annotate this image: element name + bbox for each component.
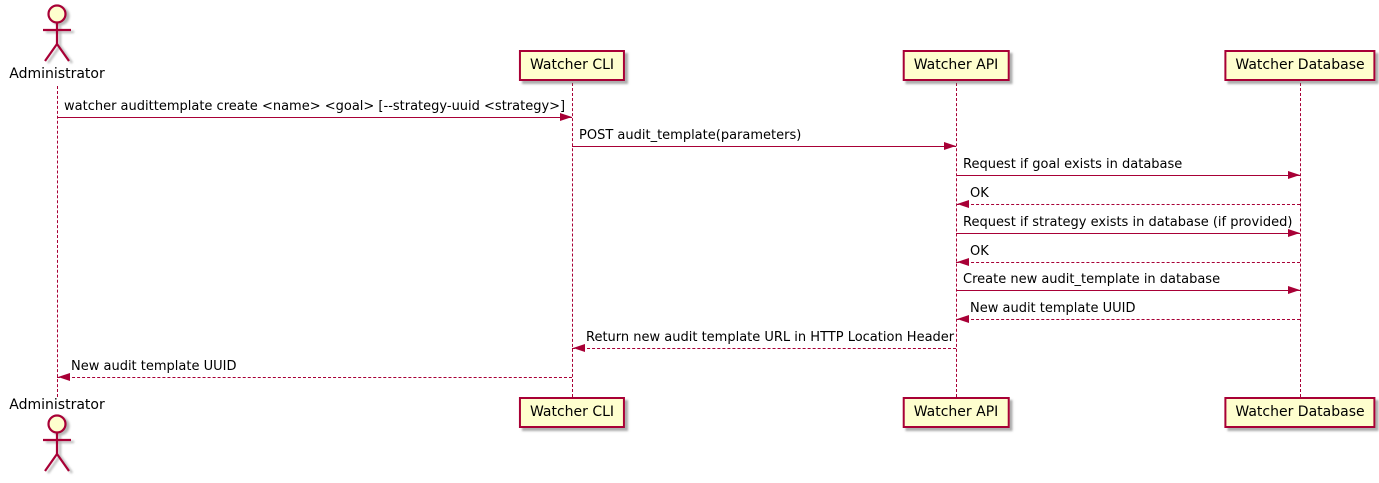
participant-watcher-database-top: Watcher Database xyxy=(1224,50,1376,81)
arrowhead-right-icon xyxy=(560,112,572,121)
actor-label-administrator-bottom: Administrator xyxy=(9,397,105,413)
lifeline-watcher-cli xyxy=(572,83,573,397)
participant-watcher-cli-top: Watcher CLI xyxy=(518,50,626,81)
message-label-1: POST audit_template(parameters) xyxy=(579,128,802,143)
participant-watcher-api-top: Watcher API xyxy=(902,50,1010,81)
message-arrow-0 xyxy=(57,117,572,118)
message-label-0: watcher audittemplate create <name> <goa… xyxy=(64,99,566,114)
message-arrow-6 xyxy=(956,290,1300,291)
message-arrow-9 xyxy=(57,377,572,378)
message-arrow-2 xyxy=(956,175,1300,176)
participant-watcher-cli-bottom: Watcher CLI xyxy=(518,397,626,428)
message-arrow-8 xyxy=(572,348,956,349)
actor-icon xyxy=(28,3,86,69)
actor-icon xyxy=(28,413,86,479)
message-arrow-3 xyxy=(956,204,1300,205)
message-label-9: New audit template UUID xyxy=(71,359,237,374)
message-label-3: OK xyxy=(970,186,989,201)
arrowhead-left-icon xyxy=(957,257,969,266)
arrowhead-left-icon xyxy=(58,372,70,381)
lifeline-administrator xyxy=(57,86,58,397)
message-label-7: New audit template UUID xyxy=(970,301,1136,316)
message-label-8: Return new audit template URL in HTTP Lo… xyxy=(586,330,955,345)
message-arrow-1 xyxy=(572,146,956,147)
message-label-5: OK xyxy=(970,244,989,259)
message-arrow-7 xyxy=(956,319,1300,320)
arrowhead-right-icon xyxy=(1288,285,1300,294)
arrowhead-left-icon xyxy=(573,343,585,352)
actor-label-administrator-top: Administrator xyxy=(9,66,105,82)
participant-watcher-api-bottom: Watcher API xyxy=(902,397,1010,428)
arrowhead-right-icon xyxy=(1288,170,1300,179)
lifeline-watcher-database xyxy=(1300,83,1301,397)
message-label-6: Create new audit_template in database xyxy=(963,272,1221,287)
arrowhead-left-icon xyxy=(957,199,969,208)
arrowhead-left-icon xyxy=(957,314,969,323)
lifeline-watcher-api xyxy=(956,83,957,397)
message-label-2: Request if goal exists in database xyxy=(963,157,1183,172)
arrowhead-right-icon xyxy=(1288,228,1300,237)
message-arrow-5 xyxy=(956,262,1300,263)
arrowhead-right-icon xyxy=(944,141,956,150)
message-arrow-4 xyxy=(956,233,1300,234)
message-label-4: Request if strategy exists in database (… xyxy=(963,215,1293,230)
participant-watcher-database-bottom: Watcher Database xyxy=(1224,397,1376,428)
